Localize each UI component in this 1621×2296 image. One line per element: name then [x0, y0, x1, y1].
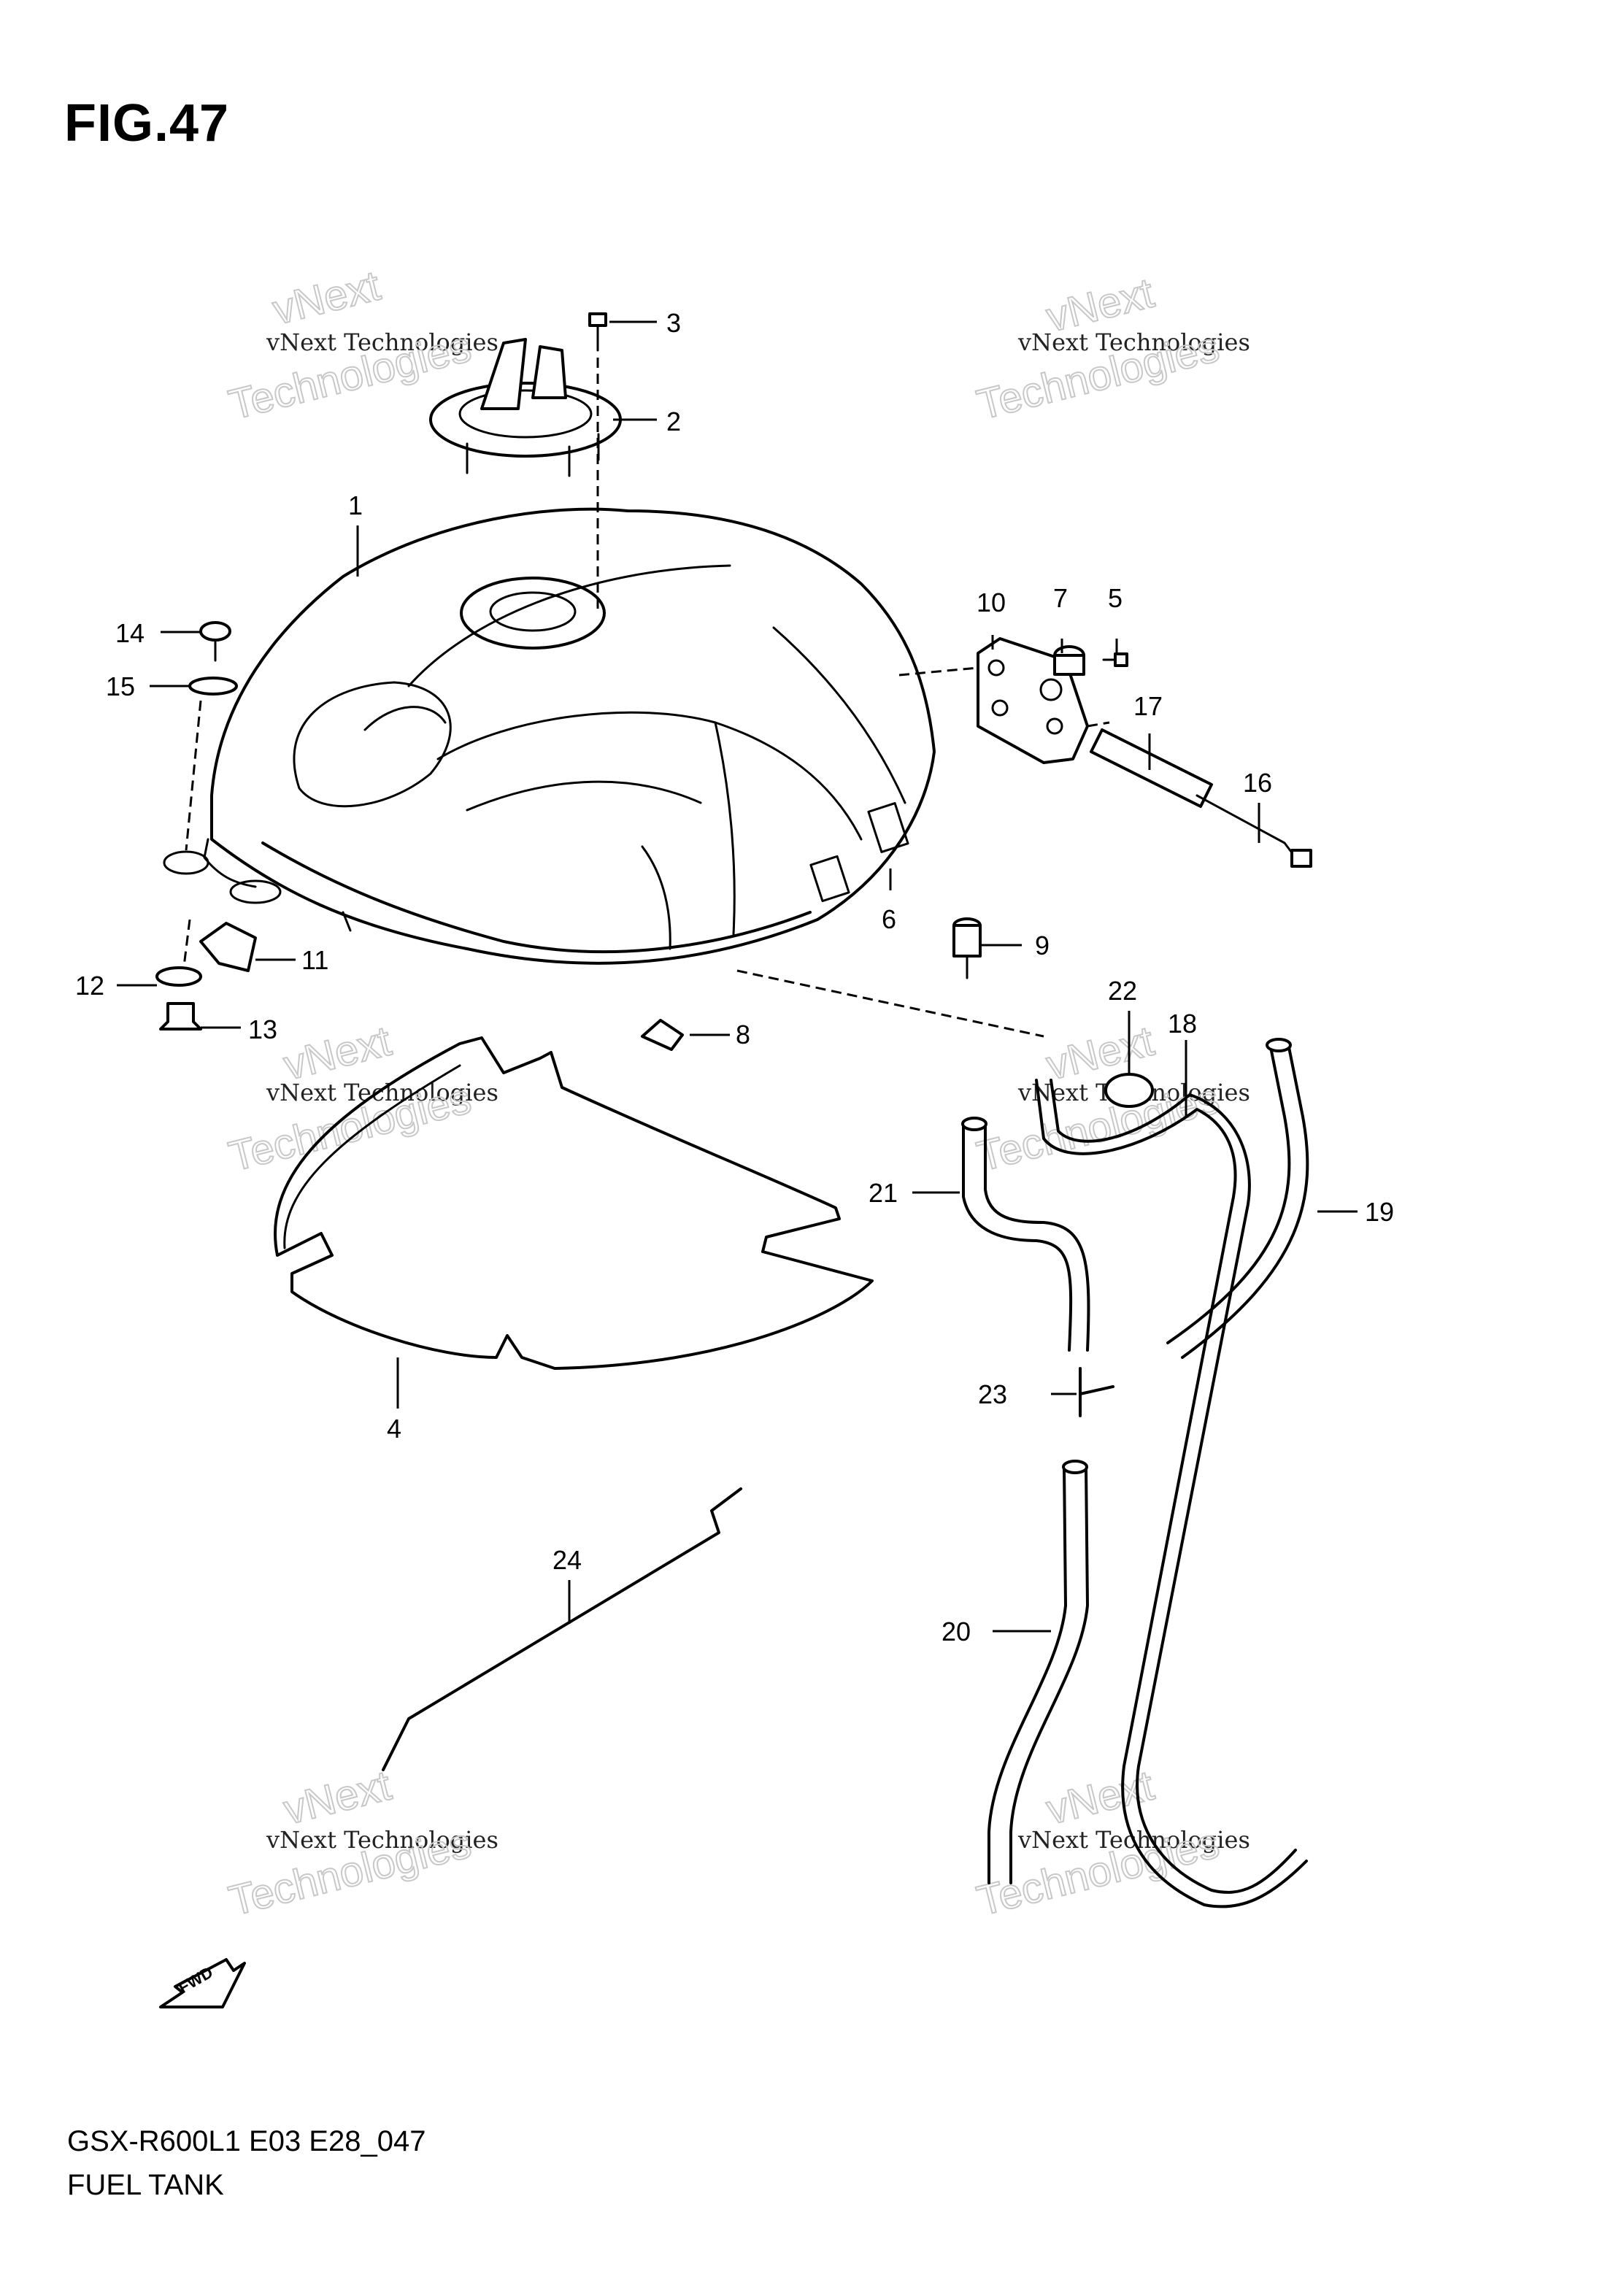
- callout-21: 21: [869, 1178, 898, 1208]
- rod-drawing: [382, 1487, 742, 1771]
- hoses-drawing: [961, 1038, 1309, 1908]
- watermark-text: vNext Technologies: [266, 328, 498, 356]
- callout-20: 20: [942, 1617, 971, 1646]
- leader-lines: [117, 320, 1358, 1633]
- watermark-text: vNext: [279, 1762, 396, 1834]
- watermark-text: vNext Technologies: [266, 1826, 498, 1854]
- watermark-text: vNext: [1041, 1762, 1158, 1834]
- watermark-top-right: vNext vNext Technologies Technologies: [971, 269, 1250, 430]
- filler-cap-drawing: [429, 338, 622, 477]
- watermark-bottom-left: vNext vNext Technologies Technologies: [223, 1761, 498, 1926]
- figure-title: FIG.47: [64, 94, 230, 153]
- model-code: GSX-R600L1 E03 E28_047: [67, 2125, 426, 2157]
- callout-2: 2: [666, 407, 681, 436]
- callout-12: 12: [75, 971, 104, 1001]
- clip-drawing: [641, 1019, 684, 1051]
- callout-4: 4: [387, 1414, 401, 1444]
- callout-10: 10: [977, 588, 1006, 617]
- callout-18: 18: [1168, 1009, 1197, 1039]
- callout-3: 3: [666, 308, 681, 338]
- callout-16: 16: [1243, 768, 1272, 798]
- callout-14: 14: [115, 618, 145, 648]
- callout-8: 8: [736, 1020, 750, 1049]
- callout-5: 5: [1108, 583, 1123, 613]
- watermark-text: vNext: [268, 262, 385, 334]
- callout-17: 17: [1133, 691, 1163, 721]
- fuel-tank-drawing: [163, 507, 936, 965]
- cap-bolt-drawing: [588, 312, 607, 352]
- valve-drawing: [952, 917, 982, 979]
- callout-9: 9: [1035, 931, 1050, 960]
- watermark-bottom-right: vNext vNext Technologies Technologies: [971, 1761, 1250, 1926]
- callout-7: 7: [1053, 583, 1068, 613]
- callout-1: 1: [348, 490, 363, 520]
- callout-23: 23: [978, 1379, 1007, 1409]
- bracket-assembly-drawing: [977, 637, 1312, 868]
- callout-13: 13: [248, 1014, 277, 1044]
- diagram-name: FUEL TANK: [67, 2169, 224, 2201]
- watermark-text: vNext Technologies: [266, 1079, 498, 1106]
- callout-6: 6: [882, 904, 896, 934]
- callout-19: 19: [1365, 1197, 1394, 1227]
- watermark-text: vNext Technologies: [1017, 328, 1250, 356]
- tank-seal-inner: [283, 1064, 461, 1249]
- callout-15: 15: [106, 671, 135, 701]
- fwd-arrow-icon: FWD: [159, 1958, 246, 2008]
- callout-11: 11: [301, 945, 328, 975]
- callout-22: 22: [1108, 976, 1137, 1006]
- small-parts-left: [155, 621, 257, 1030]
- tank-seal-drawing: [274, 1036, 874, 1370]
- callout-labels: 3 2 1 4 5 7 10 17 16 6 9 8 14 15 11 12 1…: [75, 308, 1394, 1646]
- assembly-lines: [181, 358, 1110, 1038]
- callout-24: 24: [552, 1545, 582, 1575]
